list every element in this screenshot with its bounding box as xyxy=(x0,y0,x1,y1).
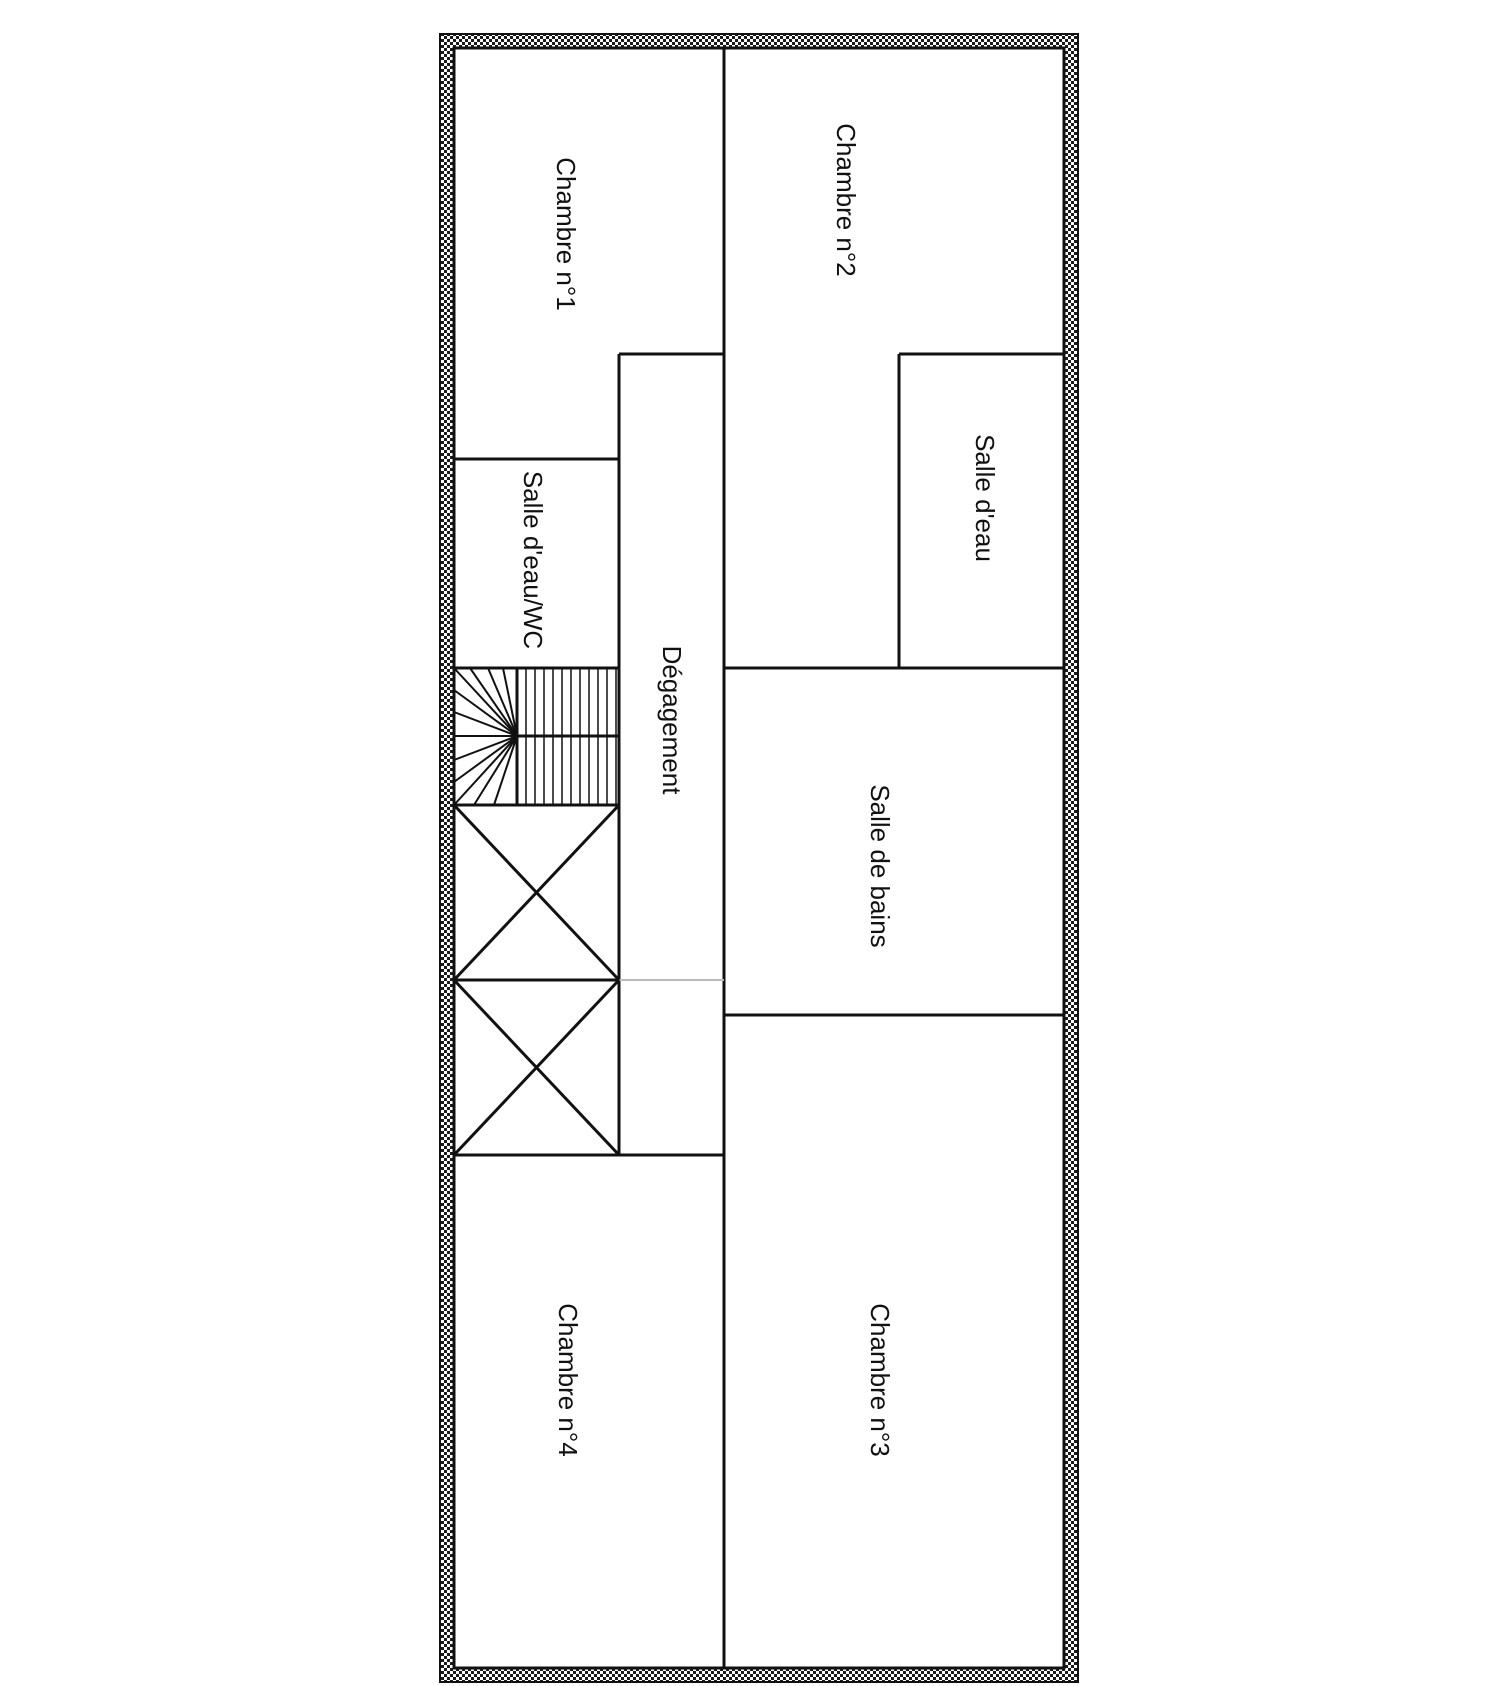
room-label-salle-eau: Salle d'eau xyxy=(970,434,1000,562)
room-label-chambre-4: Chambre n°4 xyxy=(553,1303,583,1456)
room-label-chambre-2: Chambre n°2 xyxy=(831,123,861,276)
stair-winder xyxy=(453,735,518,783)
staircase xyxy=(453,667,619,806)
stair-winder xyxy=(453,711,518,737)
room-label-salle-de-bains: Salle de bains xyxy=(865,784,895,947)
room-label-chambre-3: Chambre n°3 xyxy=(865,1303,895,1456)
room-label-chambre-1: Chambre n°1 xyxy=(551,157,581,310)
interior-wall-outline xyxy=(452,46,1066,1670)
room-label-degagement: Dégagement xyxy=(657,646,687,796)
stair-winder xyxy=(502,667,518,737)
stair-winder xyxy=(453,689,518,737)
stair-winder xyxy=(487,667,518,737)
stair-winder xyxy=(493,735,518,806)
stairwell-void xyxy=(452,803,621,1157)
stair-winder xyxy=(469,667,518,737)
room-label-salle-eau-wc: Salle d'eau/WC xyxy=(518,471,548,649)
exterior-wall-outline xyxy=(439,33,1079,1683)
stair-winder xyxy=(453,735,518,761)
exterior-wall xyxy=(440,34,1078,1682)
stair-winder xyxy=(453,735,518,806)
interior-walls xyxy=(454,48,1064,1668)
stair-winder xyxy=(453,667,518,737)
stair-winder xyxy=(473,735,518,806)
